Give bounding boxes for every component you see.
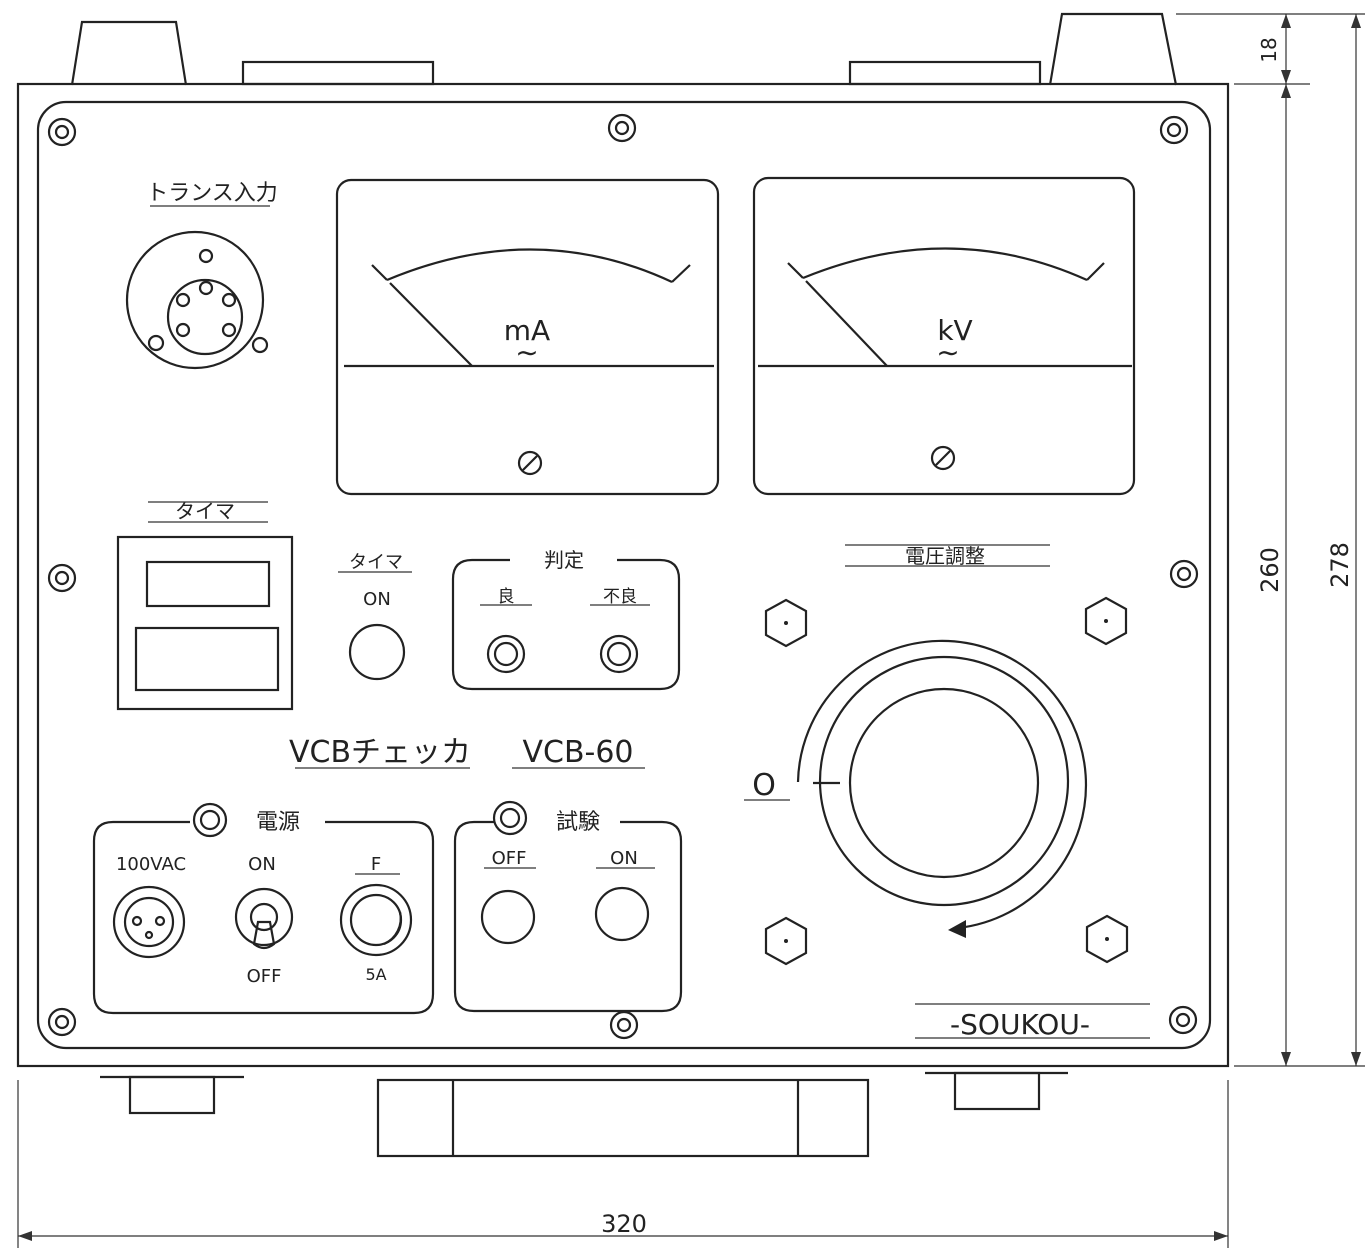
judgement-pass-label: 良 <box>498 587 515 607</box>
ac-input-connector[interactable] <box>112 885 186 959</box>
screw-icon <box>607 113 637 143</box>
hex-bolt-icon <box>1084 596 1128 646</box>
voltage-adjust-title: 電圧調整 <box>905 544 985 568</box>
power-toggle-switch[interactable] <box>234 887 294 950</box>
screw-icon <box>47 563 77 593</box>
mounting-screws <box>47 113 1199 1040</box>
screw-icon <box>47 117 77 147</box>
fuse-rating: 5A <box>365 965 386 984</box>
top-feet <box>70 12 1178 86</box>
dimension-height-top: 18 <box>1257 37 1281 62</box>
judgement-fail-label: 不良 <box>603 587 637 607</box>
timer-on-button[interactable] <box>348 623 406 681</box>
transformer-input-label: トランス入力 <box>146 181 278 206</box>
hex-bolt-icon <box>1085 914 1129 964</box>
transformer-input-connector[interactable] <box>125 230 269 370</box>
ac-input-label: 100VAC <box>116 854 186 875</box>
dimension-height-total: 278 <box>1326 542 1354 588</box>
screw-icon <box>47 1007 77 1037</box>
brand-label: -SOUKOU- <box>950 1008 1090 1041</box>
timer-switch-state: ON <box>363 589 391 610</box>
kilovolt-meter: kV ∼ <box>752 176 1136 496</box>
voltage-adjust-knob[interactable] <box>813 655 1070 907</box>
dimension-height-panel: 260 <box>1256 547 1284 593</box>
screw-icon <box>1159 115 1189 145</box>
hex-bolts <box>764 596 1129 966</box>
fuse-label: F <box>371 854 381 875</box>
judgement-panel <box>451 558 681 691</box>
screw-icon <box>609 1010 639 1040</box>
meter-unit: kV <box>937 314 972 347</box>
timer-switch-label: タイマ <box>349 552 403 573</box>
hex-bolt-icon <box>764 598 808 648</box>
ac-symbol-icon: ∼ <box>936 336 959 369</box>
case-outline <box>16 82 1230 1068</box>
power-indicator-lamp-icon <box>192 802 228 838</box>
power-switch-off-label: OFF <box>247 966 282 987</box>
hex-bolt-icon <box>764 916 808 966</box>
pass-lamp-icon <box>486 634 526 674</box>
bottom-feet <box>100 1071 1068 1158</box>
test-off-button[interactable] <box>480 889 536 945</box>
ac-symbol-icon: ∼ <box>515 336 538 369</box>
fuse-holder[interactable] <box>339 883 413 957</box>
power-title: 電源 <box>256 810 300 835</box>
rotation-arrow-icon <box>796 639 1088 938</box>
milliamp-meter: mA ∼ <box>335 178 720 496</box>
fail-lamp-icon <box>599 634 639 674</box>
zero-adjust-screw-icon <box>930 445 956 471</box>
test-panel <box>453 820 683 1013</box>
test-off-label: OFF <box>492 848 527 869</box>
meter-unit: mA <box>504 314 550 347</box>
test-indicator-lamp-icon <box>492 800 528 836</box>
screw-icon <box>1168 1005 1198 1035</box>
product-name: VCBチェッカ <box>289 735 471 770</box>
test-on-label: ON <box>610 848 638 869</box>
timer-display <box>116 535 294 711</box>
power-panel <box>92 820 435 1015</box>
power-switch-on-label: ON <box>248 854 276 875</box>
judgement-title: 判定 <box>544 548 584 572</box>
product-model: VCB-60 <box>522 735 633 770</box>
zero-adjust-screw-icon <box>517 450 543 476</box>
test-title: 試験 <box>556 810 600 835</box>
dimension-width: 320 <box>601 1210 647 1238</box>
timer-display-label: タイマ <box>175 499 235 523</box>
test-on-button[interactable] <box>594 886 650 942</box>
front-panel <box>36 100 1212 1050</box>
dimension-lines <box>17 13 1365 1248</box>
screw-icon <box>1169 559 1199 589</box>
voltage-zero-mark: O <box>752 768 776 803</box>
